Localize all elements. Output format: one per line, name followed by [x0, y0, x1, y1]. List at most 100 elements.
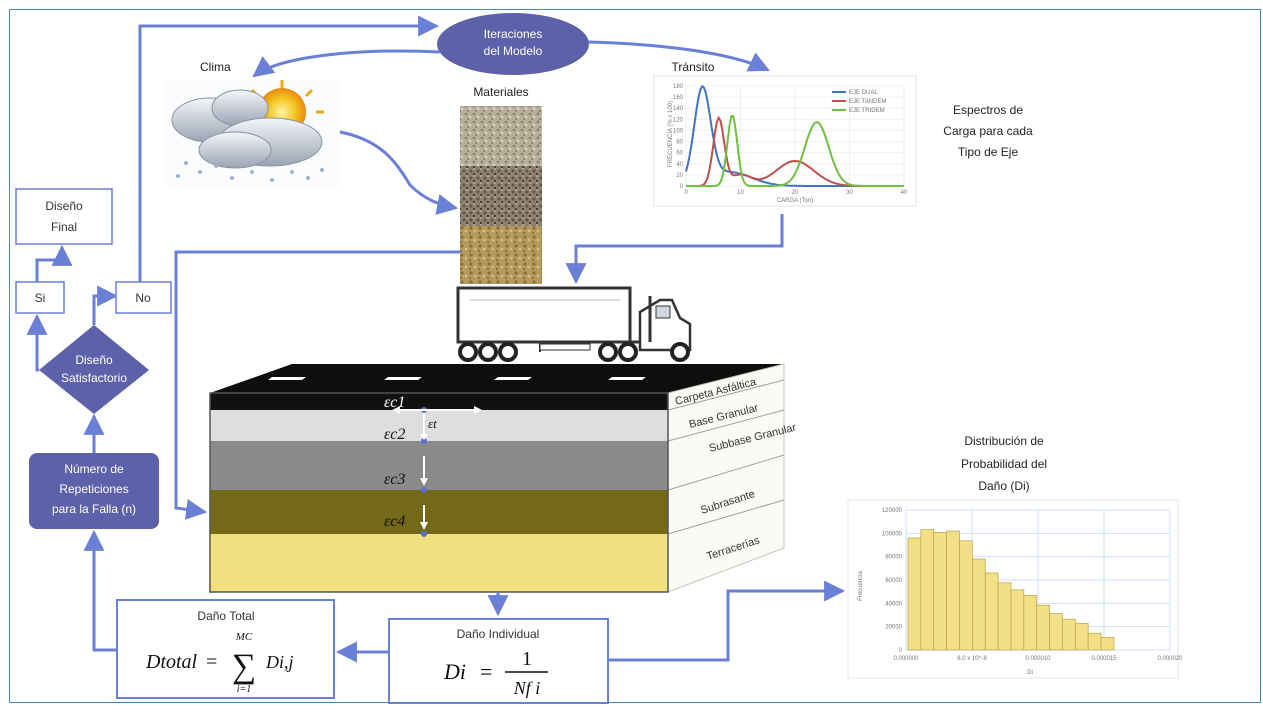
histogram-y-tick: 60000 [885, 578, 902, 584]
weather-icon [166, 80, 342, 186]
histogram-x-tick: 0.000020 [1157, 656, 1183, 662]
decision-to-si-arrow [26, 313, 48, 372]
histogram-bar [1036, 604, 1050, 651]
svg-text:Satisfactorio: Satisfactorio [61, 371, 127, 385]
transit-y-tick: 120 [673, 117, 684, 123]
transit-x-tick: 0 [684, 190, 688, 196]
decision-to-no-arrow [92, 285, 119, 325]
clima-label: Clima [200, 60, 231, 74]
truck-icon [456, 286, 692, 362]
distribucion-label: Distribución de Probabilidad del Daño (D… [961, 434, 1047, 493]
svg-text:Repeticiones: Repeticiones [59, 482, 128, 496]
iteration-loop-arrows [138, 15, 770, 282]
transit-y-tick: 0 [680, 184, 684, 190]
series-eje-tridem [686, 115, 904, 187]
espectros-label: Espectros de Carga para cada Tipo de Eje [943, 103, 1033, 159]
histogram-x-tick: 8.0 x 10^-8 [957, 656, 987, 662]
transit-x-tick: 40 [901, 190, 908, 196]
svg-text:Daño Total: Daño Total [197, 609, 254, 623]
histogram-y-tick: 20000 [885, 625, 902, 631]
histogram-y-tick: 0 [899, 648, 903, 654]
transit-ylabel: FRECUENCIA (% x 100) [668, 101, 674, 167]
histogram-bar [959, 540, 973, 651]
dano-individual-box: Daño Individual Di = 1 Nf i [388, 618, 609, 704]
iterations-node: Iteraciones del Modelo [437, 13, 589, 75]
numero-repeticiones-node: Número de Repeticiones para la Falla (n) [29, 453, 159, 529]
histogram-bar [1049, 613, 1063, 651]
strain-c2: εc2 [384, 426, 405, 443]
svg-text:Espectros de: Espectros de [953, 103, 1023, 117]
histogram-bar [946, 530, 960, 651]
svg-text:Di,j: Di,j [265, 652, 294, 672]
diseno-satisfactorio-decision: Diseño Satisfactorio [39, 325, 149, 414]
histogram-ylabel: Frecuencia [858, 571, 864, 601]
transito-label: Tránsito [672, 60, 715, 74]
histogram-bar [907, 537, 922, 651]
histogram-bar [933, 532, 947, 651]
transit-y-tick: 80 [676, 140, 683, 146]
histogram-bar [997, 582, 1012, 651]
svg-text:Daño Individual: Daño Individual [457, 627, 540, 641]
histogram-y-tick: 100000 [882, 531, 903, 537]
svg-text:i=1: i=1 [237, 684, 252, 695]
histogram-bar [1023, 595, 1038, 651]
svg-text:∑: ∑ [232, 648, 256, 685]
svg-text:MC: MC [235, 631, 253, 643]
histogram-y-tick: 120000 [882, 508, 903, 514]
histogram-y-tick: 40000 [885, 601, 902, 607]
histogram-y-tick: 80000 [885, 555, 902, 561]
pavement-structure: εc1 εt εc2 εc3 εc4 Carpeta Asfáltica Bas… [209, 363, 798, 593]
histogram-bar [920, 529, 935, 651]
histogram-xlabel: Di [1027, 670, 1033, 676]
transit-y-tick: 140 [673, 106, 684, 112]
svg-text:Final: Final [51, 220, 77, 234]
histogram-bar [1074, 623, 1089, 651]
svg-text:Dtotal: Dtotal [145, 651, 198, 673]
materiales-label: Materiales [473, 85, 528, 99]
transit-y-tick: 100 [673, 128, 684, 134]
transit-legend-label: EJE TRIDEM [849, 108, 885, 114]
dano-total-box: Daño Total Dtotal = ∑ MC i=1 Di,j [116, 599, 335, 699]
individual-to-histogram-arrow [608, 580, 846, 662]
transit-legend-label: EJE TANDEM [849, 99, 886, 105]
svg-text:Tipo de Eje: Tipo de Eje [958, 145, 1019, 159]
svg-text:=: = [206, 651, 217, 673]
svg-text:Nf i: Nf i [513, 678, 541, 698]
histogram-bar [1100, 637, 1115, 651]
strain-c3: εc3 [384, 471, 405, 488]
no-box: No [115, 281, 172, 314]
histogram-x-tick: 0.000000 [893, 656, 919, 662]
histogram-bar [1010, 589, 1025, 651]
strain-c4: εc4 [384, 513, 405, 530]
transit-xlabel: CARGA (Ton) [777, 198, 813, 204]
svg-text:Probabilidad del: Probabilidad del [961, 457, 1047, 471]
transit-legend-label: EJE DUAL [849, 90, 878, 96]
svg-text:Di: Di [443, 659, 466, 684]
si-box: Si [15, 281, 65, 314]
svg-text:1: 1 [522, 648, 532, 670]
svg-text:No: No [135, 291, 151, 305]
transit-x-tick: 10 [737, 190, 744, 196]
svg-text:Si: Si [35, 291, 46, 305]
transit-y-tick: 180 [673, 84, 684, 90]
transit-y-tick: 20 [676, 173, 683, 179]
materials-to-structure-arrow [174, 250, 460, 520]
svg-text:Carga para cada: Carga para cada [943, 124, 1033, 138]
strain-t: εt [428, 416, 437, 431]
transit-to-truck-arrow [565, 214, 784, 285]
transit-x-tick: 30 [846, 190, 853, 196]
materials-sample-image [460, 106, 542, 284]
strain-c1: εc1 [384, 394, 405, 411]
histogram-bar [984, 572, 999, 651]
histogram-bar [1062, 618, 1076, 651]
svg-text:del Modelo: del Modelo [484, 44, 543, 58]
histogram-bar [971, 558, 986, 651]
transit-y-tick: 40 [676, 162, 683, 168]
svg-text:Daño (Di): Daño (Di) [978, 479, 1029, 493]
si-to-final-arrow [35, 244, 73, 282]
svg-text:Diseño: Diseño [75, 353, 113, 367]
histogram-bar [1087, 632, 1102, 651]
transit-x-tick: 20 [792, 190, 799, 196]
